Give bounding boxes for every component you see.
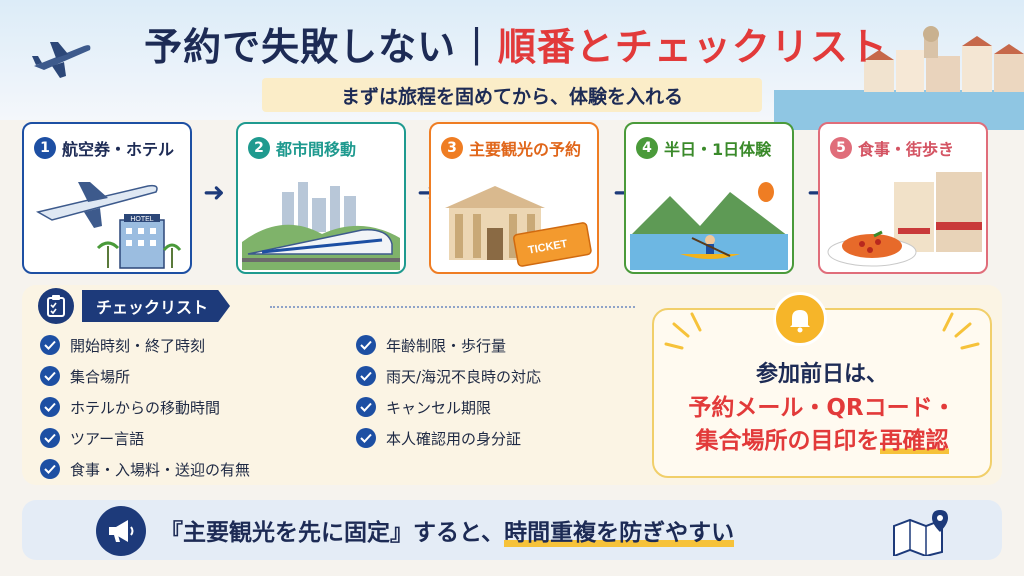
checklist-item-label: 集合場所 (70, 367, 131, 386)
checklist-item-label: ツアー言語 (70, 429, 145, 448)
pasta-street-illustration (827, 172, 982, 267)
callout-line-1: 参加前日は、 (755, 362, 888, 387)
step-card-2: 2 都市間移動 (236, 122, 406, 274)
subtitle-banner: まずは旅程を固めてから、体験を入れる (262, 78, 762, 112)
plane-hotel-illustration: HOTEL (35, 182, 182, 269)
step-card-5: 5 食事・街歩き (818, 122, 988, 274)
step-label: 主要観光の予約 (469, 140, 582, 159)
coastal-town-illustration (774, 26, 1024, 130)
checklist-item-label: 年齢制限・歩行量 (386, 336, 507, 355)
title-accent: 順番とチェックリスト (497, 24, 888, 69)
step-header: 5 食事・街歩き (830, 136, 954, 160)
step-number: 2 (248, 137, 270, 159)
check-icon (40, 428, 60, 448)
checklist-right-column: 年齢制限・歩行量 雨天/海況不良時の対応 キャンセル期限 本人確認用の身分証 (356, 334, 541, 449)
check-icon (356, 397, 376, 417)
step-number: 3 (441, 137, 463, 159)
checklist-item-label: 雨天/海況不良時の対応 (386, 367, 542, 386)
step-number: 4 (636, 137, 658, 159)
airplane-icon (32, 42, 91, 78)
checklist-item: キャンセル期限 (356, 396, 541, 418)
step-card-3: 3 主要観光の予約 TICKET (429, 122, 599, 274)
checklist-item-label: ホテルからの移動時間 (70, 398, 221, 417)
checklist-item: 集合場所 (40, 365, 250, 387)
checklist-left-column: 開始時刻・終了時刻 集合場所 ホテルからの移動時間 ツアー言語 食事・入場料・送… (40, 334, 250, 480)
step-header: 4 半日・1日体験 (636, 136, 771, 160)
step-number: 5 (830, 137, 852, 159)
step-label: 食事・街歩き (858, 140, 955, 159)
check-icon (40, 459, 60, 479)
step-number: 1 (34, 137, 56, 159)
callout-line-3-start: 集合場所の目印を (695, 428, 880, 454)
train-city-illustration (242, 182, 400, 270)
checklist-item-label: 食事・入場料・送迎の有無 (70, 460, 251, 479)
checklist-header: チェックリスト (38, 288, 231, 324)
dotted-divider (270, 306, 635, 308)
map-pin-icon (893, 510, 948, 556)
landmark-ticket-illustration: TICKET (445, 186, 592, 267)
check-icon (356, 335, 376, 355)
checklist-item: 雨天/海況不良時の対応 (356, 365, 541, 387)
step-header: 1 航空券・ホテル (34, 136, 174, 160)
steps-row: 1 航空券・ホテル HOTEL ➜ 2 都市間移動 ➜ (22, 118, 1002, 278)
checklist-item: 開始時刻・終了時刻 (40, 334, 250, 356)
checklist-item: 年齢制限・歩行量 (356, 334, 541, 356)
checklist-item: 本人確認用の身分証 (356, 427, 541, 449)
check-icon (40, 366, 60, 386)
check-icon (40, 335, 60, 355)
title-separator: | (470, 21, 484, 65)
check-icon (40, 397, 60, 417)
bottom-message: 『主要観光を先に固定』すると、時間重複を防ぎやすい (160, 512, 880, 548)
bottom-message-highlight: 時間重複を防ぎやすい (504, 513, 735, 547)
checklist-item-label: 本人確認用の身分証 (386, 429, 522, 448)
checklist-item: ツアー言語 (40, 427, 250, 449)
step-card-1: 1 航空券・ホテル HOTEL (22, 122, 192, 274)
checklist-item-label: 開始時刻・終了時刻 (70, 336, 206, 355)
bottom-message-start: 『主要観光を先に固定』すると、 (160, 520, 505, 546)
hotel-sign: HOTEL (130, 216, 153, 223)
kayak-mountain-illustration (630, 182, 788, 270)
checklist-heading: チェックリスト (82, 290, 231, 322)
callout-highlight: 再確認 (879, 428, 949, 454)
step-header: 3 主要観光の予約 (441, 136, 581, 160)
check-icon (356, 366, 376, 386)
step-label: 都市間移動 (276, 140, 357, 159)
callout-line-3: 集合場所の目印を再確認 (652, 421, 992, 455)
burst-rays (664, 312, 980, 350)
title-main: 予約で失敗しない (144, 24, 457, 69)
step-header: 2 都市間移動 (248, 136, 356, 160)
step-label: 航空券・ホテル (62, 140, 175, 159)
page-title: 予約で失敗しない | 順番とチェックリスト (106, 16, 926, 70)
bell-icon (773, 292, 827, 346)
step-label: 半日・1日体験 (664, 140, 772, 159)
checklist-item-label: キャンセル期限 (386, 398, 492, 417)
megaphone-icon (96, 506, 146, 556)
checklist-item: ホテルからの移動時間 (40, 396, 250, 418)
callout-line-2: 予約メール・QRコード・ (688, 395, 956, 421)
check-icon (356, 428, 376, 448)
checklist-item: 食事・入場料・送迎の有無 (40, 458, 250, 480)
step-card-4: 4 半日・1日体験 (624, 122, 794, 274)
arrow-right-icon: ➜ (203, 178, 225, 208)
clipboard-icon (38, 288, 74, 324)
